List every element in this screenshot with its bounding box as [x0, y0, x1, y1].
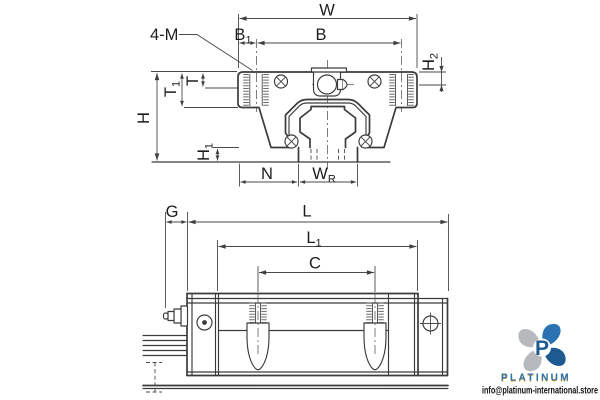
rail-profile [299, 105, 357, 149]
dim-label-b: B [315, 26, 326, 44]
screw-icon [367, 74, 382, 89]
dim-label-h: H [135, 112, 153, 124]
dim-label-wr: WR [312, 165, 336, 186]
label-4m: 4-M [150, 26, 178, 44]
dim-label-n: N [261, 165, 273, 183]
screw-icon [284, 134, 299, 149]
dim-label-t: T [184, 76, 202, 86]
watermark-email: info@platinum-international.store [482, 386, 598, 397]
logo-p-letter: P [535, 337, 549, 360]
side-view-carriage-on-rail: G L L1 C [142, 203, 449, 393]
front-view-dimensions: W B B1 4-M H2 T1 T H H1 N WR [135, 2, 446, 187]
screw-icon [358, 134, 373, 149]
front-view-carriage-cross-section: W B B1 4-M H2 T1 T H H1 N WR [135, 2, 446, 187]
carriage-outline [237, 71, 418, 149]
right-ear-tapped-hole [389, 74, 414, 106]
end-cap-screws [273, 74, 382, 149]
seal-lip-contour [288, 102, 367, 149]
end-cap-screw-hole [196, 314, 213, 331]
side-grease-port [420, 312, 441, 335]
brand-name-shadow: PLATINUM [501, 373, 571, 385]
brand-name: PLATINUM [501, 372, 571, 384]
side-view-dimensions: G L L1 C [165, 203, 449, 308]
dim-label-c: C [309, 255, 321, 273]
screw-icon [273, 74, 289, 89]
dim-label-t1: T1 [162, 81, 183, 97]
rail-side-grooves [142, 334, 188, 357]
leader-line-4M [179, 34, 253, 71]
left-ear-tapped-hole [243, 74, 269, 106]
dim-label-h1: H1 [195, 143, 216, 161]
platinum-p-pinwheel-logo: P PLATINUM PLATINUM info@platinum-intern… [482, 323, 598, 397]
dim-label-b1: B1 [234, 26, 251, 47]
dim-label-h2: H2 [420, 53, 441, 71]
logo-center [533, 338, 551, 357]
dim-label-g: G [166, 203, 179, 221]
dim-label-w: W [319, 2, 335, 20]
dim-label-l: L [302, 203, 311, 221]
carriage-side-outline [186, 292, 449, 377]
dim-label-l1: L1 [306, 229, 321, 250]
grease-nipple-front [310, 67, 348, 97]
grease-nipple-side [162, 305, 189, 327]
